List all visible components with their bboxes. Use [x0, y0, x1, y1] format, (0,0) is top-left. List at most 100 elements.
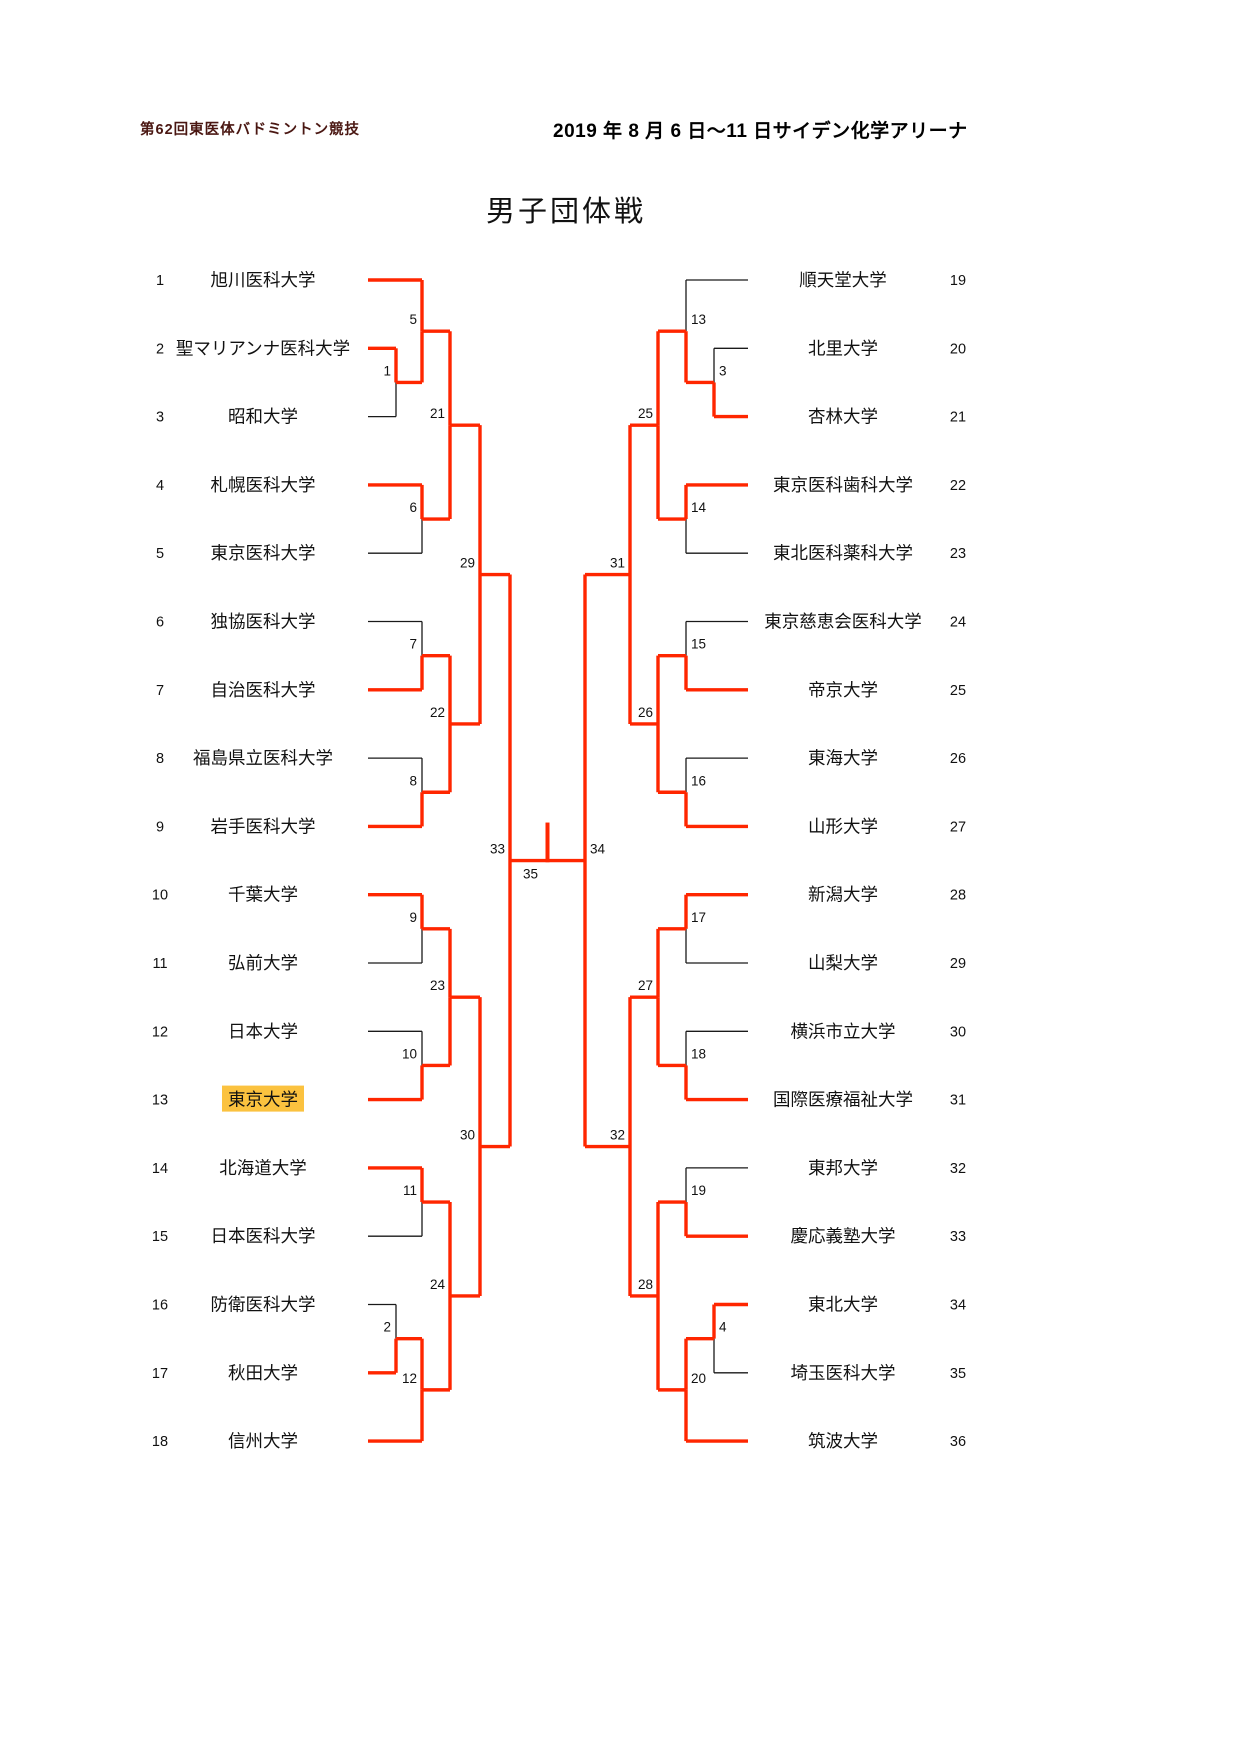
match-number: 14 — [691, 500, 707, 515]
match-number: 11 — [403, 1183, 417, 1198]
match-number: 10 — [402, 1046, 417, 1061]
seed-number: 24 — [950, 615, 966, 631]
seed-number: 12 — [152, 1024, 168, 1040]
seed-number: 33 — [950, 1229, 966, 1245]
seed-number: 25 — [950, 683, 966, 699]
match-number: 24 — [430, 1277, 446, 1292]
team-name: 筑波大学 — [808, 1431, 878, 1451]
team-name: 東京医科大学 — [211, 543, 316, 563]
seed-number: 4 — [156, 478, 164, 494]
seed-number: 36 — [950, 1434, 966, 1450]
seed-number: 22 — [950, 478, 966, 494]
event-title: 第62回東医体バドミントン競技 — [140, 122, 361, 138]
seed-number: 10 — [152, 888, 168, 904]
team-name: 慶応義塾大学 — [791, 1226, 896, 1246]
team-name: 日本医科大学 — [211, 1226, 316, 1246]
match-number: 22 — [430, 705, 445, 720]
team-name: 北海道大学 — [219, 1158, 307, 1178]
team-name: 順天堂大学 — [799, 270, 887, 290]
match-number: 26 — [638, 705, 653, 720]
match-number: 20 — [691, 1371, 706, 1386]
seed-number: 20 — [950, 341, 966, 357]
team-name: 札幌医科大学 — [211, 475, 316, 495]
match-number: 23 — [430, 978, 445, 993]
match-number: 17 — [691, 910, 706, 925]
highlight-box — [222, 1085, 304, 1112]
team-name: 聖マリアンナ医科大学 — [176, 338, 350, 358]
match-number: 32 — [610, 1128, 625, 1143]
team-name: 岩手医科大学 — [211, 816, 316, 836]
match-number: 9 — [409, 910, 417, 925]
team-name: 新潟大学 — [808, 885, 878, 905]
match-number: 12 — [402, 1371, 417, 1386]
seed-number: 13 — [152, 1093, 168, 1109]
team-name: 信州大学 — [228, 1431, 298, 1451]
seed-number: 8 — [156, 751, 164, 767]
team-name: 弘前大学 — [228, 953, 298, 973]
seed-number: 6 — [156, 615, 164, 631]
seed-number: 2 — [156, 341, 164, 357]
match-number: 25 — [638, 406, 653, 421]
seed-number: 15 — [152, 1229, 168, 1245]
match-number: 13 — [691, 312, 706, 327]
seed-number: 28 — [950, 888, 966, 904]
match-number: 27 — [638, 978, 653, 993]
team-name: 杏林大学 — [808, 407, 878, 427]
team-name: 防衛医科大学 — [211, 1295, 316, 1315]
seed-number: 23 — [950, 546, 966, 562]
seed-number: 18 — [152, 1434, 168, 1450]
seed-number: 32 — [950, 1161, 966, 1177]
team-name: 山梨大学 — [808, 953, 878, 973]
seed-number: 34 — [950, 1298, 966, 1314]
match-number: 15 — [691, 637, 706, 652]
match-number: 7 — [409, 637, 417, 652]
seed-number: 27 — [950, 819, 966, 835]
team-name: 東京大学 — [228, 1090, 298, 1110]
match-number: 21 — [430, 406, 445, 421]
seed-number: 7 — [156, 683, 164, 699]
seed-number: 9 — [156, 819, 164, 835]
seed-number: 1 — [156, 273, 164, 289]
page-title: 男子団体戦 — [486, 196, 647, 228]
match-number: 3 — [719, 363, 727, 378]
seed-number: 19 — [950, 273, 966, 289]
match-number: 8 — [409, 773, 417, 788]
team-name: 千葉大学 — [228, 885, 298, 905]
match-number: 30 — [460, 1128, 475, 1143]
match-number: 5 — [409, 312, 417, 327]
event-date-venue: 2019 年 8 月 6 日～11 日サイデン化学アリーナ — [553, 121, 968, 142]
team-name: 東北大学 — [808, 1295, 878, 1315]
match-number: 31 — [610, 556, 625, 571]
seed-number: 31 — [950, 1093, 966, 1109]
seed-number: 29 — [950, 956, 966, 972]
team-name: 帝京大学 — [808, 680, 878, 700]
match-number: 28 — [638, 1277, 653, 1292]
team-name: 日本大学 — [228, 1021, 298, 1041]
seed-number: 35 — [950, 1366, 966, 1382]
match-number: 29 — [460, 556, 475, 571]
seed-number: 30 — [950, 1024, 966, 1040]
team-name: 福島県立医科大学 — [193, 748, 333, 768]
team-name: 北里大学 — [808, 338, 878, 358]
seed-number: 14 — [152, 1161, 168, 1177]
team-name: 秋田大学 — [228, 1363, 298, 1383]
team-name: 昭和大学 — [228, 407, 298, 427]
seed-number: 3 — [156, 410, 164, 426]
team-name: 旭川医科大学 — [211, 270, 316, 290]
match-number: 16 — [691, 773, 706, 788]
match-number: 35 — [523, 867, 538, 882]
team-name: 山形大学 — [808, 816, 878, 836]
match-number: 19 — [691, 1183, 706, 1198]
team-name: 自治医科大学 — [211, 680, 316, 700]
seed-number: 11 — [152, 956, 167, 972]
seed-number: 21 — [950, 410, 966, 426]
match-number: 2 — [383, 1320, 391, 1335]
team-name: 独協医科大学 — [211, 612, 316, 632]
team-name: 埼玉医科大学 — [791, 1363, 896, 1383]
team-name: 東北医科薬科大学 — [773, 543, 913, 563]
team-name: 東京医科歯科大学 — [773, 475, 913, 495]
match-number: 6 — [409, 500, 417, 515]
seed-number: 16 — [152, 1298, 168, 1314]
